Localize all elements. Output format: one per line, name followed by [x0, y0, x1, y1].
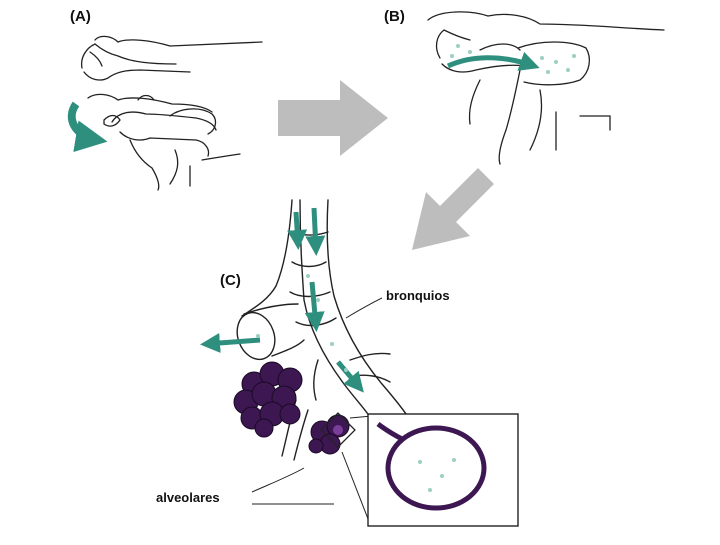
inhale-arrow-icon [446, 51, 540, 71]
exhale-arrow-icon [67, 101, 108, 153]
panel-a-label: (A) [70, 8, 91, 25]
lung-air-dots [450, 44, 576, 74]
bronchi-leader-line [345, 297, 383, 319]
airflow-arrows [200, 207, 416, 460]
zoom-marker [320, 412, 356, 448]
panel-a-illustration [80, 35, 263, 191]
bronchial-tree [236, 199, 411, 461]
alveoli-leader-line [251, 467, 305, 493]
panel-b-illustration [427, 11, 665, 165]
panel-c-label: (C) [220, 272, 241, 289]
alveolus-small [308, 414, 350, 455]
bronchi-label: bronquios [386, 288, 450, 303]
tube-air-dots [256, 274, 348, 372]
panel-b-label: (B) [384, 8, 405, 25]
block-arrow-right-icon [278, 80, 388, 156]
block-arrow-down-left-icon [412, 168, 502, 250]
zoom-line-2 [341, 451, 371, 525]
alveolus-highlight [333, 425, 343, 435]
alveoli-label: alveolares [156, 490, 220, 505]
alveolus-magnified [376, 421, 487, 511]
alveoli-cluster [233, 361, 303, 438]
